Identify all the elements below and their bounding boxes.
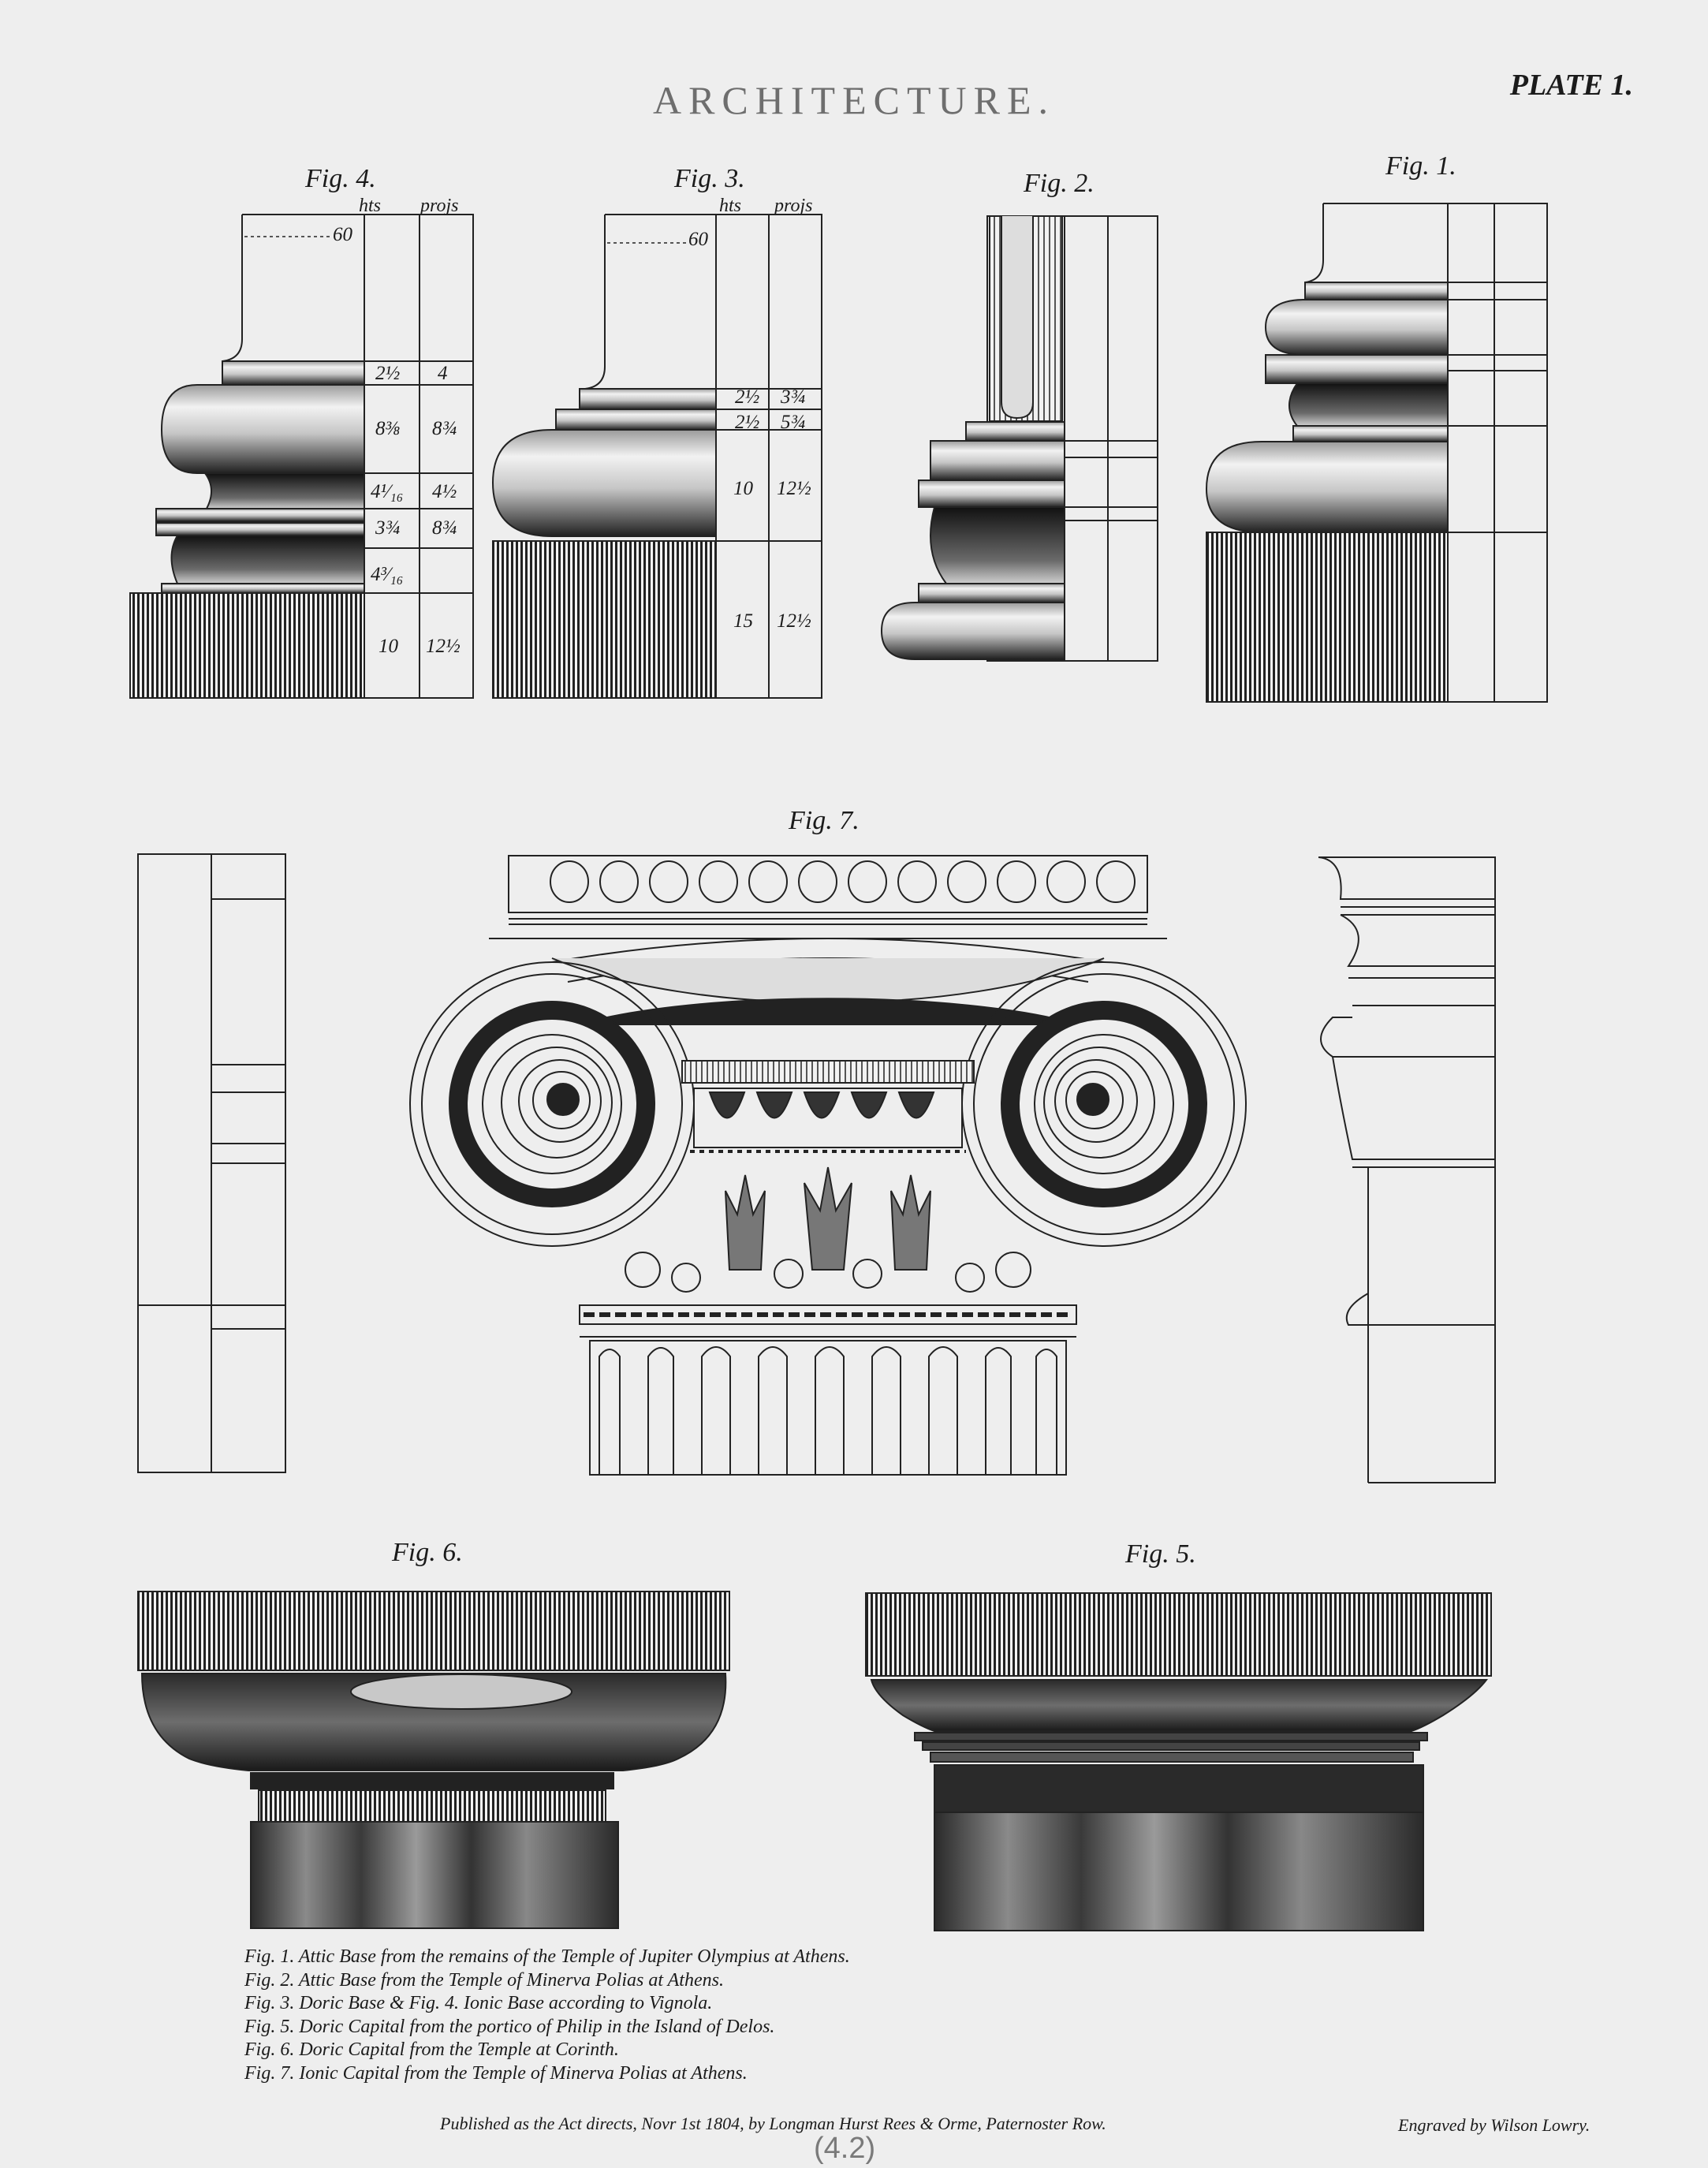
- fig3-doric-base-drawing: [491, 214, 822, 699]
- fig4-h-6: 10: [379, 636, 398, 657]
- fig3-h-1: 2½: [735, 386, 760, 408]
- caption-fig1: Fig. 1. Attic Base from the remains of t…: [244, 1946, 850, 1967]
- fig3-sixty-mark: 60: [688, 229, 708, 250]
- fig6-doric-capital-drawing: [137, 1591, 730, 1929]
- caption-fig2: Fig. 2. Attic Base from the Temple of Mi…: [244, 1969, 724, 1991]
- fig4-h-2: 8⅜: [375, 418, 401, 439]
- fig3-p-4: 12½: [777, 610, 811, 632]
- engraver-credit: Engraved by Wilson Lowry.: [1398, 2115, 1591, 2135]
- caption-fig5: Fig. 5. Doric Capital from the portico o…: [244, 2016, 775, 2037]
- fig4-ionic-base-drawing: [129, 214, 474, 699]
- fig2-label: Fig. 2.: [1024, 169, 1095, 198]
- fig3-p-3: 12½: [777, 478, 811, 499]
- caption-fig7: Fig. 7. Ionic Capital from the Temple of…: [244, 2062, 748, 2084]
- fig3-heights-header: hts: [719, 196, 742, 216]
- fig3-p-1: 3¾: [781, 386, 806, 408]
- fig3-projections-header: projs: [774, 196, 813, 216]
- fig5-doric-capital-drawing: [865, 1592, 1492, 1931]
- plate-title: ARCHITECTURE.: [652, 78, 1056, 122]
- fig4-sixty-mark: 60: [333, 224, 352, 245]
- fig4-h-1: 2½: [375, 363, 401, 384]
- figure-captions: Fig. 1. Attic Base from the remains of t…: [244, 1946, 1270, 2085]
- fig4-heights-header: hts: [359, 196, 382, 216]
- caption-fig6: Fig. 6. Doric Capital from the Temple at…: [244, 2039, 619, 2060]
- fig4-h-4: 3¾: [375, 517, 401, 539]
- fig1-attic-base-drawing: [1205, 203, 1548, 703]
- fig4-p-4: 8¾: [432, 517, 457, 539]
- fig3-h-3: 10: [733, 478, 753, 499]
- fig3-label: Fig. 3.: [674, 164, 745, 193]
- fig4-p-6: 12½: [426, 636, 461, 657]
- publication-line: Published as the Act directs, Novr 1st 1…: [440, 2114, 1106, 2133]
- fig7-label: Fig. 7.: [789, 806, 860, 835]
- fig6-label: Fig. 6.: [392, 1538, 463, 1567]
- pencil-annotation: (4.2): [814, 2132, 876, 2165]
- fig3-h-4: 15: [733, 610, 753, 632]
- fig4-p-3: 4½: [432, 481, 457, 502]
- fig4-projections-header: projs: [420, 196, 459, 216]
- fig2-attic-base-drawing: [880, 215, 1158, 662]
- fig4-h-5: 4³⁄₁₆: [371, 564, 404, 585]
- fig4-h-3: 4¹⁄₁₆: [371, 481, 404, 502]
- fig4-p-2: 8¾: [432, 418, 457, 439]
- plate-number: PLATE 1.: [1509, 69, 1633, 102]
- fig5-label: Fig. 5.: [1125, 1539, 1196, 1569]
- caption-fig3-fig4: Fig. 3. Doric Base & Fig. 4. Ionic Base …: [244, 1993, 713, 2013]
- fig7-ionic-capital-drawing: [137, 853, 1496, 1483]
- fig4-label: Fig. 4.: [305, 164, 376, 193]
- fig4-p-1: 4: [438, 363, 448, 384]
- fig1-label: Fig. 1.: [1385, 151, 1456, 181]
